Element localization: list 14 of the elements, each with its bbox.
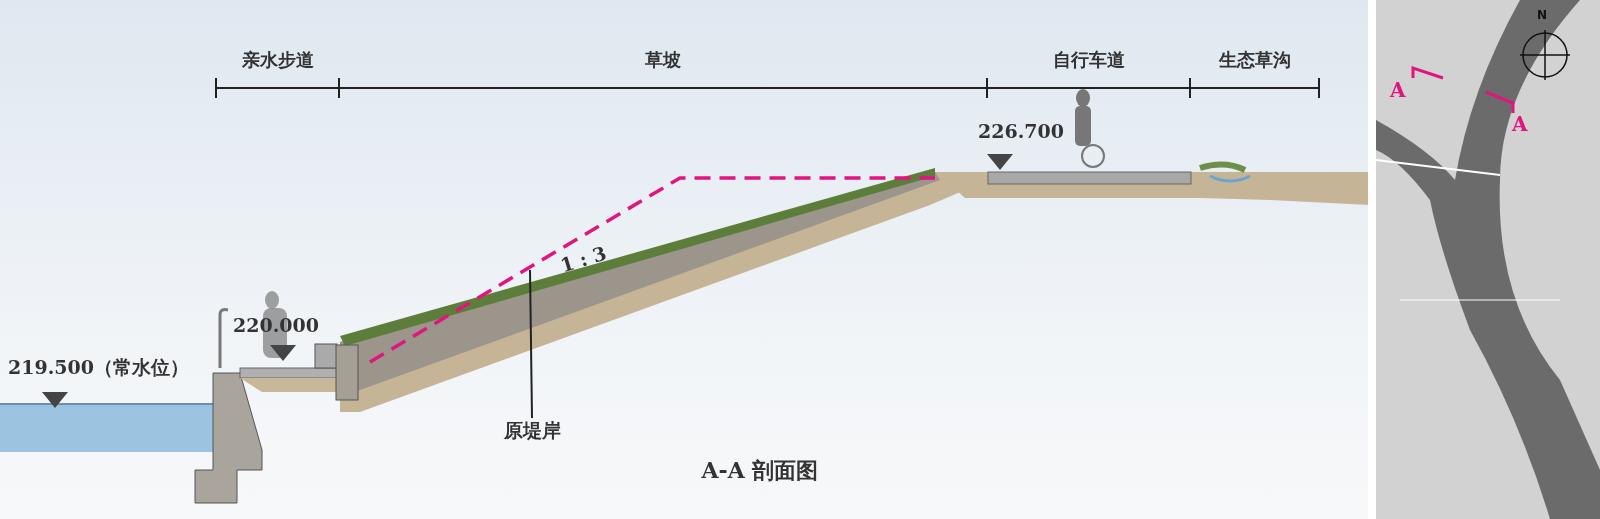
elevation-label: 220.000 xyxy=(233,314,319,336)
segment-label: 亲水步道 xyxy=(241,48,314,72)
slope-ratio: 1 : 3 xyxy=(557,241,609,277)
callout-label: 原堤岸 xyxy=(497,418,567,444)
section-letter: A xyxy=(1512,112,1528,136)
segment-label: 草坡 xyxy=(645,48,681,72)
elevation-label: 226.700 xyxy=(978,120,1064,142)
leader-line xyxy=(529,269,533,419)
north-letter: N xyxy=(1537,8,1548,22)
section-letter: A xyxy=(1390,78,1406,102)
elevation-label: 219.500（常水位） xyxy=(8,355,189,380)
segment-label: 自行车道 xyxy=(1052,48,1125,72)
title: A-A 剖面图 xyxy=(701,456,819,485)
segment-label: 生态草沟 xyxy=(1218,48,1291,72)
